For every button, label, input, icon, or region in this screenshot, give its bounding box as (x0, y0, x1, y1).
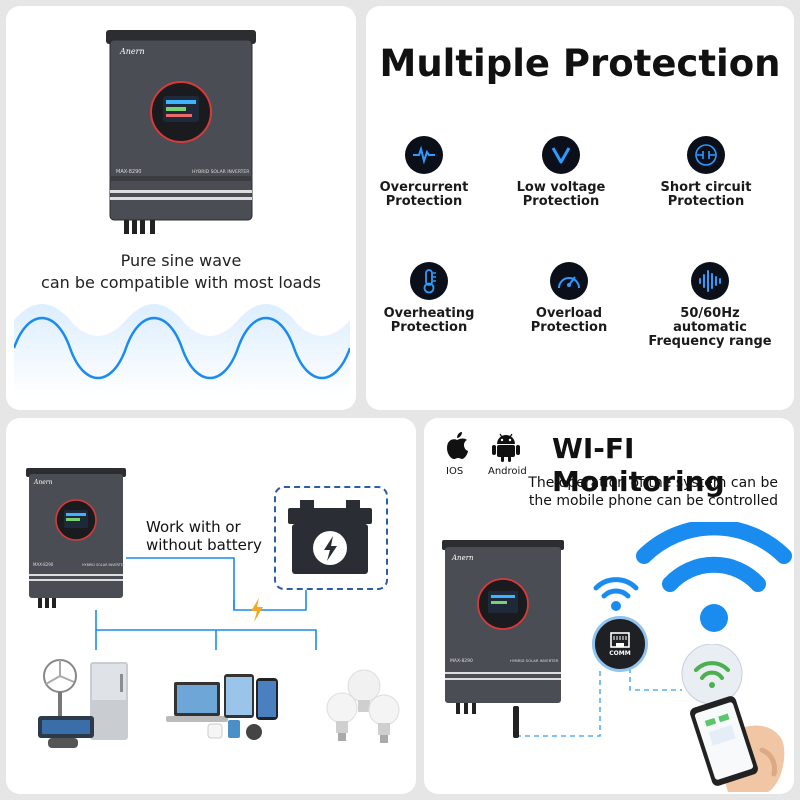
wifi-connection-lines (513, 668, 682, 738)
feature-label: Overcurrent Protection (379, 180, 469, 209)
svg-text:MAX-8290: MAX-8290 (33, 562, 54, 567)
gauge-icon (550, 262, 588, 300)
svg-text:HYBRID SOLAR INVERTER: HYBRID SOLAR INVERTER (510, 658, 559, 663)
android-icon (492, 432, 520, 466)
inverter-image: Anern MAX-8290 HYBRID SOLAR INVERTER (106, 30, 256, 240)
battery-line1: Work with or (146, 518, 241, 536)
sine-wave-line2: can be compatible with most loads (41, 273, 321, 292)
sine-wave-graphic (14, 304, 350, 396)
comm-label: COMM (609, 649, 631, 657)
inverter-image: Anern MAX-8290 HYBRID SOLAR INVERTER (26, 468, 126, 610)
sine-wave-panel: Anern MAX-8290 HYBRID SOLAR INVERTER Pur… (6, 6, 356, 410)
wifi-desc-line2: the mobile phone can be controlled (528, 493, 778, 509)
svg-text:Anern: Anern (451, 554, 474, 562)
large-wifi-icon (634, 519, 794, 640)
wifi-title: WI-FI Monitoring (552, 432, 725, 498)
phone-in-hand-image (678, 643, 788, 792)
battery-panel: Anern MAX-8290 HYBRID SOLAR INVERTER Wor… (6, 418, 416, 794)
wiring-lines (95, 557, 317, 650)
battery-dashed-box (274, 486, 388, 590)
svg-text:MAX-8290: MAX-8290 (450, 658, 473, 664)
svg-text:HYBRID SOLAR INVERTER: HYBRID SOLAR INVERTER (192, 169, 249, 175)
appliances-image (34, 654, 134, 754)
svg-text:Anern: Anern (33, 479, 53, 486)
frequency-bars-icon (691, 262, 729, 300)
battery-icon (288, 500, 372, 578)
feature-frequency: 50/60Hz automatic Frequency range (645, 262, 775, 349)
wifi-desc-line1: The operation of the system can be (528, 475, 778, 491)
protection-panel: Multiple Protection Overcurrent Protecti… (366, 6, 794, 410)
svg-text:Anern: Anern (119, 47, 145, 56)
light-bulbs-image (324, 662, 404, 752)
svg-text:MAX-8290: MAX-8290 (116, 169, 141, 175)
ethernet-port-icon (610, 631, 630, 648)
thermometer-icon (410, 262, 448, 300)
feature-low-voltage: Low voltage Protection (496, 136, 626, 209)
wifi-panel: IOS Android WI-FI Monitoring The operati… (424, 418, 794, 794)
comm-module: COMM (592, 616, 648, 672)
feature-label: Low voltage Protection (516, 180, 606, 209)
battery-line2: without battery (146, 536, 262, 554)
feature-overheating: Overheating Protection (366, 262, 494, 335)
svg-text:HYBRID SOLAR INVERTER: HYBRID SOLAR INVERTER (82, 563, 126, 567)
electronics-image (166, 668, 286, 748)
feature-overload: Overload Protection (504, 262, 634, 335)
feature-label: Overheating Protection (383, 306, 475, 335)
inverter-image: Anern MAX-8290 HYBRID SOLAR INVERTER (442, 540, 564, 716)
circuit-icon (687, 136, 725, 174)
small-wifi-icon (592, 572, 640, 618)
protection-title: Multiple Protection (379, 42, 781, 85)
feature-label: Short circuit Protection (660, 180, 752, 209)
pulse-icon (405, 136, 443, 174)
feature-overcurrent: Overcurrent Protection (366, 136, 489, 209)
android-label: Android (488, 466, 527, 477)
feature-label: Overload Protection (530, 306, 608, 335)
chevron-down-icon (542, 136, 580, 174)
apple-icon (444, 430, 470, 464)
feature-label: 50/60Hz automatic Frequency range (648, 306, 772, 349)
wifi-description: The operation of the system can be the m… (478, 474, 778, 510)
ios-label: IOS (446, 466, 464, 477)
sine-wave-caption: Pure sine wave can be compatible with mo… (6, 250, 356, 294)
sine-wave-line1: Pure sine wave (120, 251, 242, 270)
feature-short-circuit: Short circuit Protection (641, 136, 771, 209)
lightning-icon (250, 598, 264, 626)
battery-caption: Work with or without battery (146, 518, 262, 554)
